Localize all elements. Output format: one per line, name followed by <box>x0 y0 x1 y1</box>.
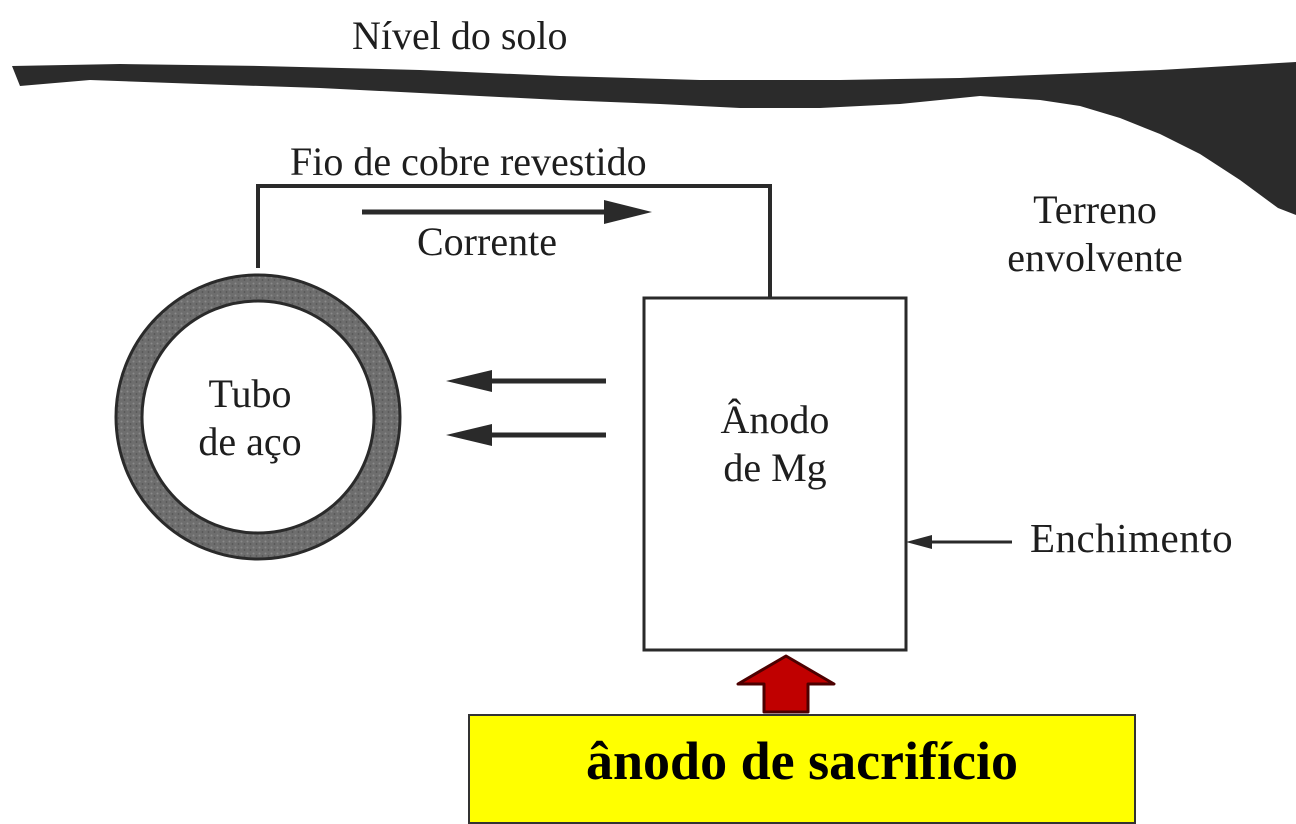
callout-arrow-icon <box>736 654 836 714</box>
backfill-label: Enchimento <box>1030 515 1234 561</box>
pipe-label-line-1: Tubo <box>208 371 292 416</box>
pipe-label-line-2: de aço <box>198 419 302 464</box>
soil-current-arrow-lower <box>446 424 606 446</box>
magnesium-anode <box>642 296 908 652</box>
callout-text: ânodo de sacrifício <box>586 731 1018 791</box>
sacrificial-anode-callout: ânodo de sacrifício <box>468 714 1136 824</box>
copper-wire-label: Fio de cobre revestido <box>290 139 647 184</box>
soil-label-line-2: envolvente <box>1007 235 1183 280</box>
soil-label-line-1: Terreno <box>1033 187 1157 232</box>
ground-level-label: Nível do solo <box>352 13 568 58</box>
current-arrow <box>362 200 652 224</box>
ground-surface <box>12 62 1296 215</box>
steel-pipe-label: Tubo de aço <box>160 370 340 466</box>
mg-anode-label: Ânodo de Mg <box>660 396 890 492</box>
anode-label-line-1: Ânodo <box>720 397 830 442</box>
steel-pipe <box>114 273 402 561</box>
backfill-pointer-arrow <box>906 535 1012 549</box>
copper-wire <box>256 184 772 298</box>
surrounding-soil-label: Terreno envolvente <box>970 186 1220 282</box>
soil-current-arrow-upper <box>446 370 606 392</box>
anode-label-line-2: de Mg <box>723 445 827 490</box>
current-label: Corrente <box>417 219 557 264</box>
